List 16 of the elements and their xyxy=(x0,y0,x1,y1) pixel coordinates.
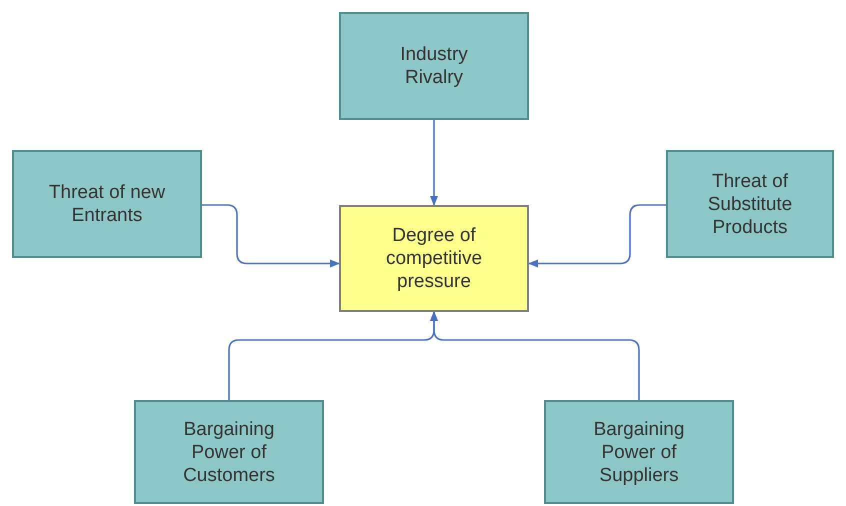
arrow xyxy=(430,311,640,400)
force-box xyxy=(339,12,529,120)
force-box xyxy=(666,150,834,258)
box-label: Bargaining Power of Suppliers xyxy=(592,418,686,486)
box-label: Degree of competitive pressure xyxy=(384,224,484,293)
force-box xyxy=(134,400,324,504)
box-label: Bargaining Power of Customers xyxy=(182,418,276,486)
box-label: Threat of new Entrants xyxy=(48,181,166,227)
force-box xyxy=(12,150,202,258)
arrow xyxy=(430,120,438,206)
force-box xyxy=(544,400,734,504)
arrow xyxy=(528,204,666,268)
box-label: Threat of Substitute Products xyxy=(706,170,794,238)
box-label: Industry Rivalry xyxy=(399,43,469,89)
arrow xyxy=(202,204,340,268)
outcome-box xyxy=(339,205,529,312)
